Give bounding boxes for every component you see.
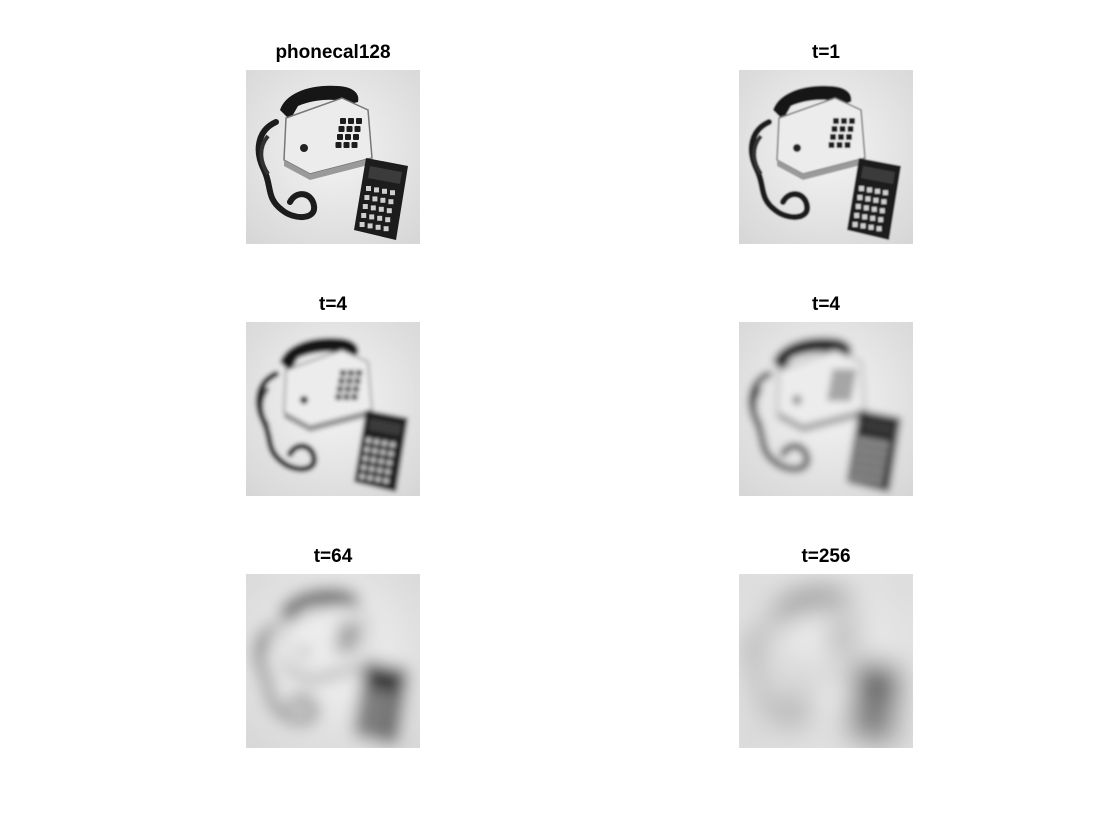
phone-calculator-image xyxy=(739,70,913,244)
panel-phonecal128: phonecal128 xyxy=(246,42,420,244)
panel-t4-b: t=4 xyxy=(739,294,913,496)
panel-t64: t=64 xyxy=(246,546,420,748)
panel-title: t=1 xyxy=(812,42,840,63)
panel-title: t=4 xyxy=(812,294,840,315)
panel-t4-a: t=4 xyxy=(246,294,420,496)
panel-t1: t=1 xyxy=(739,42,913,244)
panel-t256: t=256 xyxy=(739,546,913,748)
phone-calculator-image xyxy=(739,322,913,496)
panel-title: t=4 xyxy=(319,294,347,315)
phone-calculator-image xyxy=(246,574,420,748)
phone-calculator-image xyxy=(246,70,420,244)
panel-title: phonecal128 xyxy=(275,42,391,63)
phone-calculator-image xyxy=(739,574,913,748)
phone-calculator-image xyxy=(246,322,420,496)
panel-title: t=256 xyxy=(801,546,851,567)
panel-title: t=64 xyxy=(313,546,353,567)
